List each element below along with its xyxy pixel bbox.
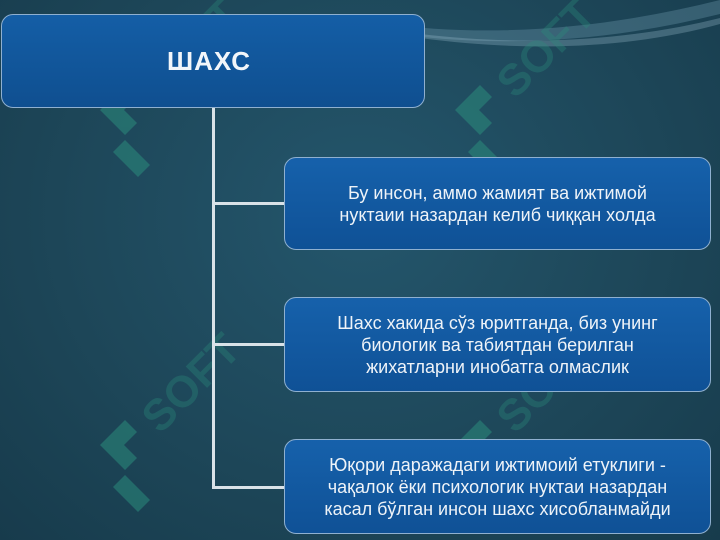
- tree-connector-branch-1: [212, 202, 286, 205]
- child-node-3: Юқори даражадаги ижтимоий етуклиги - чақ…: [284, 439, 711, 534]
- child-node-1-text: Бу инсон, аммо жамият ва ижтимой нуктаии…: [339, 182, 656, 225]
- tree-connector-branch-2: [212, 343, 286, 346]
- root-node-label: ШАХС: [167, 45, 252, 76]
- child-node-2: Шахс хакида сўз юритганда, биз унинг био…: [284, 297, 711, 392]
- root-node-title: ШАХС: [1, 14, 425, 108]
- child-node-1: Бу инсон, аммо жамият ва ижтимой нуктаии…: [284, 157, 711, 250]
- tree-connector-vertical: [212, 108, 215, 488]
- child-node-2-text: Шахс хакида сўз юритганда, биз унинг био…: [337, 312, 658, 377]
- header-swoosh: [360, 0, 720, 47]
- child-node-3-text: Юқори даражадаги ижтимоий етуклиги - чақ…: [324, 454, 671, 519]
- tree-connector-branch-3: [212, 486, 286, 489]
